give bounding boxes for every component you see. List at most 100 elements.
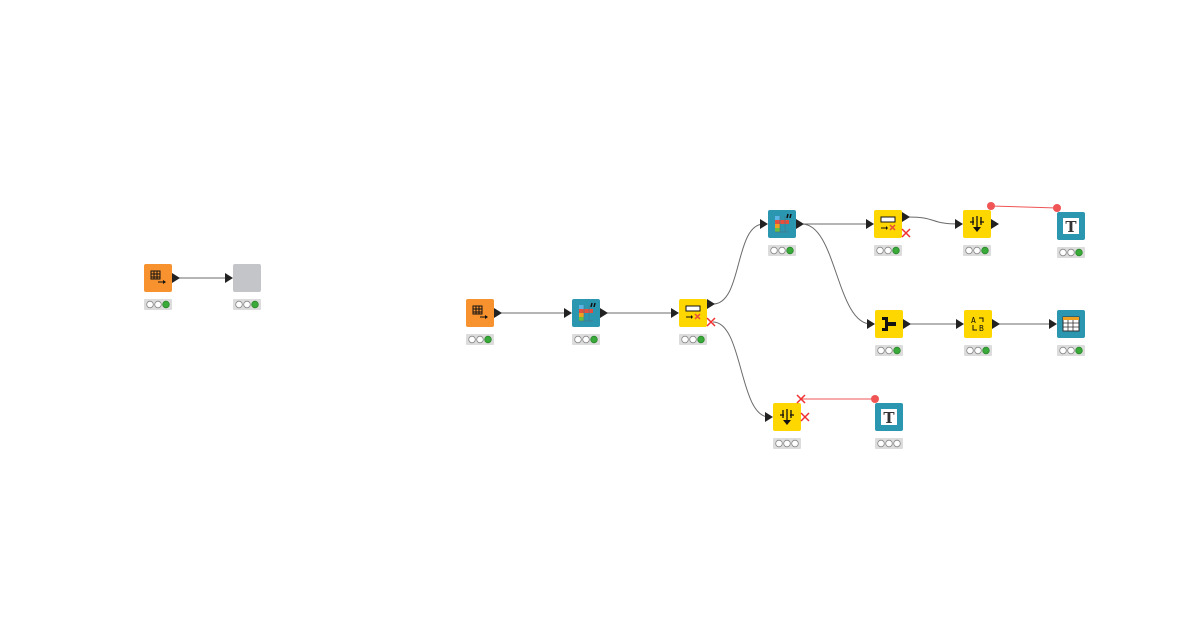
output-port[interactable] <box>903 319 911 329</box>
status-light-green <box>590 335 598 344</box>
data-connection[interactable] <box>712 223 765 305</box>
output-port[interactable] <box>494 308 502 318</box>
node-b2[interactable] <box>564 299 608 345</box>
flow-variable-connection[interactable] <box>801 395 879 403</box>
row-filter-icon <box>880 216 896 231</box>
status-light-off <box>689 335 697 344</box>
node-status-indicator <box>875 345 903 356</box>
node-status-indicator <box>144 299 172 310</box>
node-body[interactable] <box>466 299 494 327</box>
node-status-indicator <box>572 334 600 345</box>
input-port[interactable] <box>225 273 233 283</box>
node-c3[interactable] <box>955 210 999 256</box>
color-manager-icon <box>579 302 596 322</box>
data-connection[interactable] <box>907 216 960 225</box>
svg-text:B: B <box>979 324 984 333</box>
status-light-off <box>1067 248 1075 257</box>
svg-text:T: T <box>883 409 895 427</box>
flow-variable-port[interactable] <box>987 202 995 210</box>
status-light-green <box>982 346 990 355</box>
input-port[interactable] <box>671 308 679 318</box>
flow-variable-port[interactable] <box>871 395 879 403</box>
flow-variable-port[interactable] <box>1053 204 1061 212</box>
node-status-indicator <box>679 334 707 345</box>
status-light-green <box>1075 346 1083 355</box>
status-light-green <box>893 346 901 355</box>
data-connection[interactable] <box>712 321 770 418</box>
node-status-indicator <box>964 345 992 356</box>
node-a2[interactable] <box>225 264 261 310</box>
node-e1[interactable] <box>765 394 810 449</box>
output-port[interactable] <box>600 308 608 318</box>
status-light-off <box>791 439 799 448</box>
node-c1[interactable] <box>760 210 804 256</box>
status-light-off <box>1059 346 1067 355</box>
flow-variable-connection[interactable] <box>987 202 1061 212</box>
status-light-off <box>885 439 893 448</box>
node-status-indicator <box>963 245 991 256</box>
input-port[interactable] <box>867 319 875 329</box>
node-c2[interactable] <box>866 210 911 256</box>
node-e2[interactable]: T <box>875 403 903 449</box>
column-filter-icon <box>970 216 984 232</box>
node-status-indicator <box>773 438 801 449</box>
output-port[interactable] <box>172 273 180 283</box>
text-output-icon: T <box>881 409 897 427</box>
data-connection[interactable] <box>801 223 872 325</box>
node-status-indicator <box>875 438 903 449</box>
status-light-off <box>146 300 154 309</box>
node-body[interactable] <box>144 264 172 292</box>
node-d1[interactable] <box>867 310 911 356</box>
status-light-off <box>770 246 778 255</box>
output-port[interactable] <box>707 299 715 309</box>
status-light-off <box>778 246 786 255</box>
status-light-green <box>162 300 170 309</box>
node-body[interactable] <box>233 264 261 292</box>
node-b1[interactable] <box>466 299 502 345</box>
input-port[interactable] <box>955 219 963 229</box>
status-light-off <box>966 346 974 355</box>
table-view-icon <box>1062 316 1080 332</box>
status-light-off <box>877 439 885 448</box>
status-light-off <box>876 246 884 255</box>
output-port[interactable] <box>992 319 1000 329</box>
nodes-layer: T AB T <box>144 210 1085 449</box>
input-port[interactable] <box>760 219 768 229</box>
node-status-indicator <box>1057 247 1085 258</box>
node-b3[interactable] <box>671 299 716 345</box>
status-light-off <box>893 439 901 448</box>
status-light-green <box>786 246 794 255</box>
status-light-off <box>468 335 476 344</box>
node-status-indicator <box>1057 345 1085 356</box>
node-status-indicator <box>768 245 796 256</box>
output-port[interactable] <box>991 219 999 229</box>
input-port[interactable] <box>956 319 964 329</box>
status-light-green <box>697 335 705 344</box>
output-port[interactable] <box>796 219 804 229</box>
node-body[interactable] <box>679 299 707 327</box>
input-port[interactable] <box>1049 319 1057 329</box>
input-port[interactable] <box>564 308 572 318</box>
table-reader-icon <box>150 270 166 284</box>
status-light-off <box>243 300 251 309</box>
output-port[interactable] <box>902 212 910 222</box>
input-port[interactable] <box>866 219 874 229</box>
joiner-icon <box>882 317 896 331</box>
status-light-off <box>877 346 885 355</box>
inactive-port-icon <box>706 317 716 327</box>
color-manager-icon <box>775 213 792 233</box>
status-light-green <box>981 246 989 255</box>
node-body[interactable] <box>964 310 992 338</box>
node-body[interactable] <box>874 210 902 238</box>
node-d2[interactable]: AB <box>956 310 1000 356</box>
input-port[interactable] <box>765 412 773 422</box>
inactive-port-icon <box>901 228 911 238</box>
node-a1[interactable] <box>144 264 180 310</box>
status-light-green <box>251 300 259 309</box>
node-d3[interactable] <box>1049 310 1085 356</box>
svg-text:T: T <box>1065 218 1077 236</box>
node-c4[interactable]: T <box>1057 212 1085 258</box>
status-light-off <box>973 246 981 255</box>
status-light-off <box>574 335 582 344</box>
